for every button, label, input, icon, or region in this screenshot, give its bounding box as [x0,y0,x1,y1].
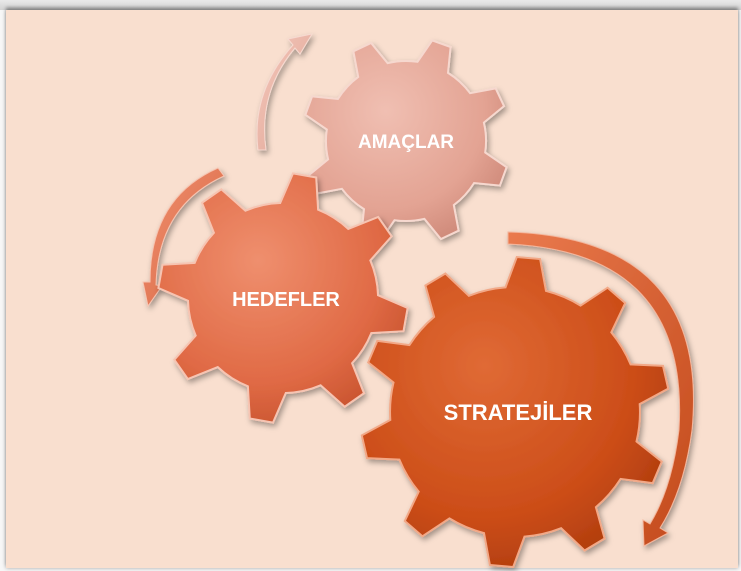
cycle-arrow-hedefler [142,167,225,308]
gear-label-stratejiler: STRATEJİLER [444,400,593,425]
cycle-arrow-amaclar [256,33,314,151]
gear-label-amaclar: AMAÇLAR [358,132,454,153]
cycle-arrow-stratejiler [507,231,694,547]
gear-hedefler: HEDEFLER [157,172,409,424]
gear-amaclar: AMAÇLAR [304,39,508,243]
gear-stratejiler: STRATEJİLER [360,255,670,569]
gear-label-hedefler: HEDEFLER [232,289,340,311]
slide-top-edge [0,0,741,10]
